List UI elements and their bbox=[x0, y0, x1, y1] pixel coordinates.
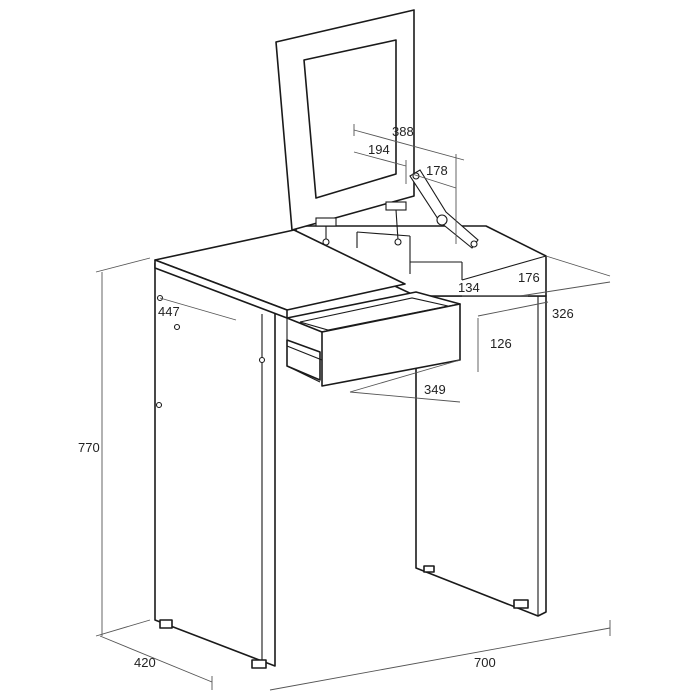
left-hinge bbox=[315, 217, 337, 227]
dim-depth-label: 420 bbox=[134, 655, 156, 670]
drawer-shelf bbox=[286, 339, 321, 381]
dim-compartment-width-label: 134 bbox=[458, 280, 480, 295]
drawer-inner bbox=[299, 297, 449, 331]
center-hinge bbox=[385, 201, 407, 211]
dimension-lines bbox=[95, 124, 611, 691]
right-leg-foot-front bbox=[423, 565, 435, 573]
vanity-table bbox=[154, 9, 547, 669]
dim-drawer-width-label: 349 bbox=[424, 382, 446, 397]
dim-mirror-half-label: 194 bbox=[368, 142, 390, 157]
mirror bbox=[303, 39, 397, 199]
dim-width-label: 700 bbox=[474, 655, 496, 670]
dim-mirror-width-label: 388 bbox=[392, 124, 414, 139]
dim-compartment-depth-label: 176 bbox=[518, 270, 540, 285]
dim-compartment-length-label: 326 bbox=[552, 306, 574, 321]
dim-hinge-offset-label: 178 bbox=[426, 163, 448, 178]
dim-height-label: 770 bbox=[78, 440, 100, 455]
dim-drawer-height-label: 126 bbox=[490, 336, 512, 351]
dim-inner-depth-label: 447 bbox=[158, 304, 180, 319]
right-leg-foot bbox=[513, 599, 529, 609]
left-leg-foot-front bbox=[251, 659, 267, 669]
left-leg bbox=[154, 262, 276, 667]
left-leg-foot bbox=[159, 619, 173, 629]
